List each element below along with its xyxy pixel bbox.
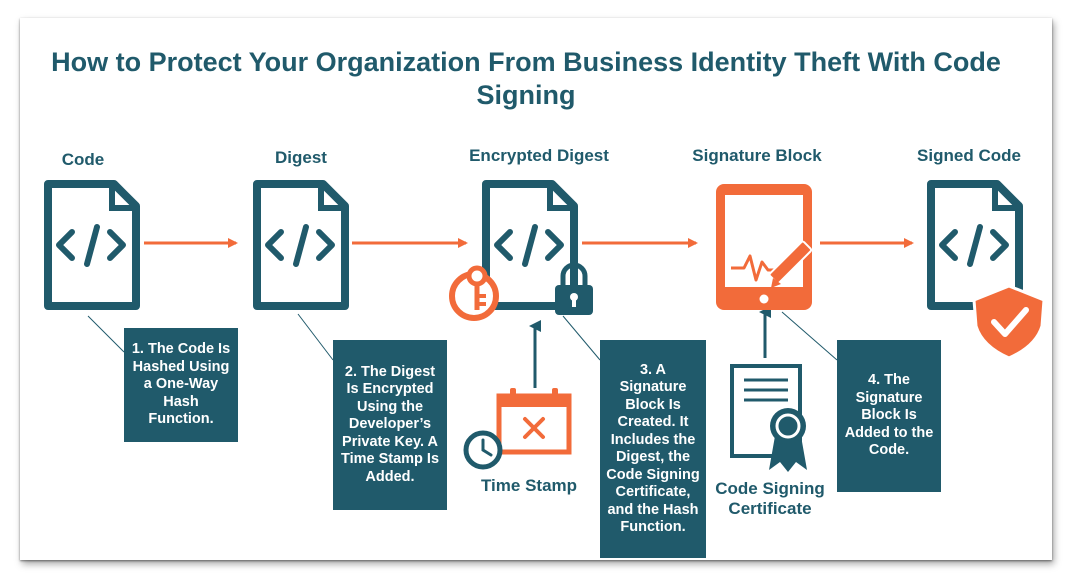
time-stamp-label: Time Stamp <box>480 476 578 495</box>
page-title: How to Protect Your Organization From Bu… <box>51 47 1001 110</box>
certificate-icon <box>730 364 807 472</box>
stage-label-digest: Digest <box>275 148 327 167</box>
calendar-icon <box>496 388 572 455</box>
step-1-leader <box>87 315 125 353</box>
step-3-callout: 3. A Signature Block Is Created. It Incl… <box>600 340 706 558</box>
step-2-callout: 2. The Digest Is Encrypted Using the Dev… <box>333 340 447 510</box>
step-2-leader <box>297 313 334 361</box>
step-3-text: 3. A Signature Block Is Created. It Incl… <box>606 361 700 536</box>
pen-icon <box>768 240 813 288</box>
step-2-text: 2. The Digest Is Encrypted Using the Dev… <box>340 363 440 485</box>
step-4-text: 4. The Signature Block Is Added to the C… <box>844 372 934 459</box>
stage-label-code: Code <box>61 150 105 169</box>
shield-check-icon <box>972 284 1046 360</box>
signed-code-document-icon <box>927 180 1023 310</box>
code-document-icon <box>44 180 140 310</box>
step-1-callout: 1. The Code Is Hashed Using a One-Way Ha… <box>124 328 238 442</box>
step-4-leader <box>781 311 838 361</box>
digest-document-icon <box>253 180 349 310</box>
step-3-leader <box>562 315 601 361</box>
signature-tablet-icon <box>716 184 812 310</box>
stage-label-signature-block: Signature Block <box>692 146 822 165</box>
private-key-icon <box>449 265 499 321</box>
stage-label-signed-code: Signed Code <box>917 146 1021 165</box>
stage-label-encrypted-digest: Encrypted Digest <box>469 146 609 165</box>
step-4-callout: 4. The Signature Block Is Added to the C… <box>837 340 941 492</box>
lock-icon <box>555 262 593 315</box>
code-signing-certificate-label: Code Signing Certificate <box>715 479 825 518</box>
step-1-text: 1. The Code Is Hashed Using a One-Way Ha… <box>131 341 231 428</box>
clock-icon <box>463 430 503 470</box>
